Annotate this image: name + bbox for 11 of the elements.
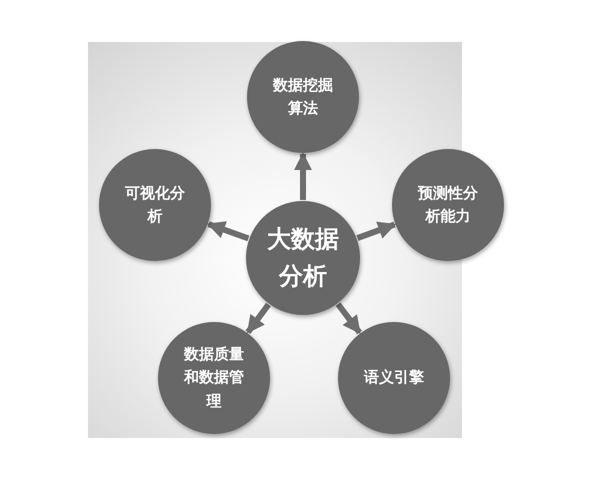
center-label: 大数据分析 (267, 224, 339, 292)
topic-label: 预测性分析能力 (418, 182, 478, 227)
arrow (294, 152, 312, 200)
arrow (206, 221, 250, 242)
arrow (246, 302, 271, 334)
topic-label: 数据质量和数据管理 (184, 344, 244, 412)
topic-label: 数据挖掘算法 (273, 74, 333, 119)
arrow (336, 302, 362, 334)
topic-label: 可视化分析 (125, 182, 185, 227)
arrow (356, 222, 396, 241)
topic-label: 语义引擎 (364, 367, 424, 388)
